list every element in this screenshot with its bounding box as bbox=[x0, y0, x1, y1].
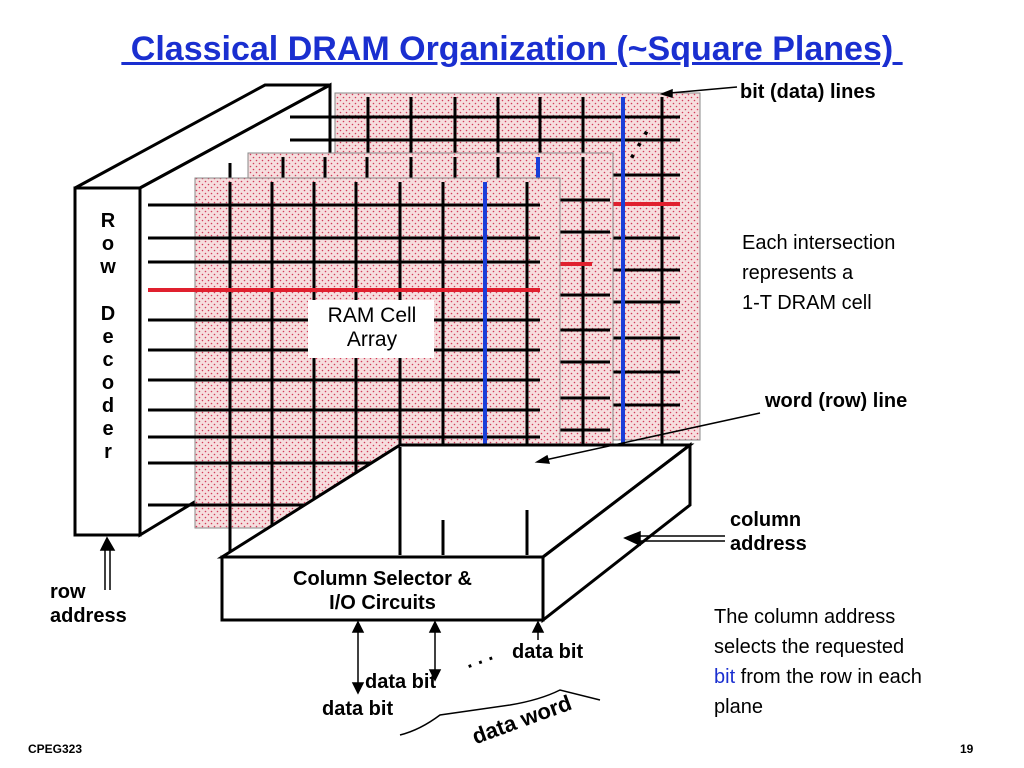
word-line-label: word (row) line bbox=[765, 390, 908, 412]
column-address-note: The column address selects the requested… bbox=[714, 602, 922, 722]
column-note-line1: The column address bbox=[714, 606, 896, 628]
row-address-line1: row bbox=[50, 581, 86, 603]
decoder-letter: e bbox=[102, 326, 114, 348]
slide-title: Classical DRAM Organization (~Square Pla… bbox=[121, 30, 903, 68]
column-note-line4: plane bbox=[714, 696, 763, 718]
decoder-letter: R bbox=[100, 210, 116, 232]
bit-lines-label: bit (data) lines bbox=[740, 81, 876, 103]
bit-lines-arrowhead bbox=[659, 88, 673, 99]
row-address-label: row address bbox=[50, 580, 127, 628]
column-selector-line1: Column Selector & bbox=[293, 568, 472, 590]
data-word-brace bbox=[399, 689, 601, 736]
decoder-letter: r bbox=[104, 441, 112, 463]
ram-cell-label-line2: Array bbox=[346, 328, 398, 351]
decoder-letter: w bbox=[100, 256, 116, 278]
decoder-letter bbox=[96, 279, 120, 303]
decoder-letter: o bbox=[101, 372, 115, 394]
intersection-note-line1: Each intersection bbox=[742, 232, 896, 254]
column-selector-label: Column Selector & I/O Circuits bbox=[222, 567, 543, 615]
decoder-letter: c bbox=[102, 349, 114, 371]
decoder-letter: o bbox=[101, 233, 115, 255]
bit-lines-leader bbox=[669, 86, 738, 94]
intersection-note: Each intersection represents a 1-T DRAM … bbox=[742, 228, 895, 318]
column-note-line3: bit from the row in each bbox=[714, 662, 922, 692]
data-bit-label-3: data bit bbox=[512, 641, 584, 663]
page-number: 19 bbox=[960, 742, 974, 756]
column-address-line2: address bbox=[730, 533, 807, 555]
column-selector-box bbox=[216, 441, 695, 624]
word-line-leader bbox=[544, 412, 761, 461]
data-bit-label-1: data bit bbox=[365, 671, 437, 693]
decoder-letter: e bbox=[102, 418, 114, 440]
ram-cell-label-box bbox=[308, 300, 434, 358]
word-line-arrowhead bbox=[534, 454, 551, 464]
column-note-line3-rest: from the row in each bbox=[735, 666, 922, 688]
column-note-line2: selects the requested bbox=[714, 636, 905, 658]
column-address-arrow bbox=[623, 530, 725, 547]
ram-cell-array-label: RAM Cell Array bbox=[313, 304, 431, 352]
column-note-bit: bit bbox=[714, 666, 736, 688]
row-address-line2: address bbox=[50, 605, 127, 627]
intersection-note-line3: 1-T DRAM cell bbox=[742, 292, 872, 314]
data-bit-arrows bbox=[351, 620, 545, 695]
data-bit-label-2: data bit bbox=[322, 698, 394, 720]
intersection-note-line2: represents a bbox=[742, 262, 854, 284]
column-address-label: column address bbox=[730, 508, 807, 556]
row-decoder-label: R o w D e c o d e r bbox=[96, 210, 120, 464]
ram-cell-label-line1: RAM Cell bbox=[327, 304, 417, 327]
column-selector-line2: I/O Circuits bbox=[329, 592, 436, 614]
row-address-arrow bbox=[99, 536, 116, 590]
decoder-letter: D bbox=[100, 303, 116, 325]
decoder-letter: d bbox=[101, 395, 115, 417]
footer-course-code: CPEG323 bbox=[28, 742, 83, 756]
column-address-line1: column bbox=[730, 509, 802, 531]
